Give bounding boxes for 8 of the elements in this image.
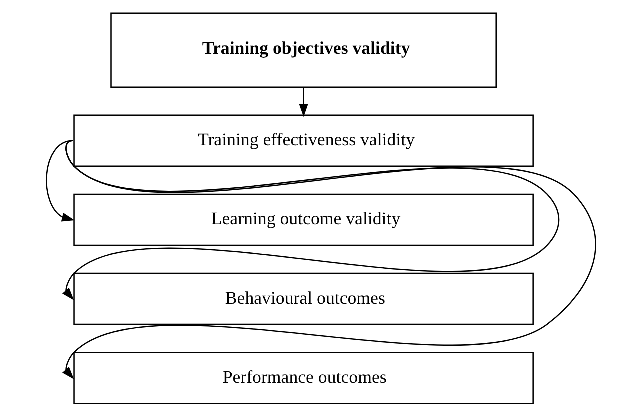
node-box: Learning outcome validity (74, 194, 534, 246)
node-box: Training objectives validity (110, 12, 497, 88)
node-box: Performance outcomes (74, 352, 534, 404)
node-box: Behavioural outcomes (74, 272, 534, 326)
arrow (62, 140, 596, 380)
arrow (299, 87, 308, 118)
node-box: Training effectiveness validity (74, 114, 534, 168)
arrow (46, 140, 75, 222)
